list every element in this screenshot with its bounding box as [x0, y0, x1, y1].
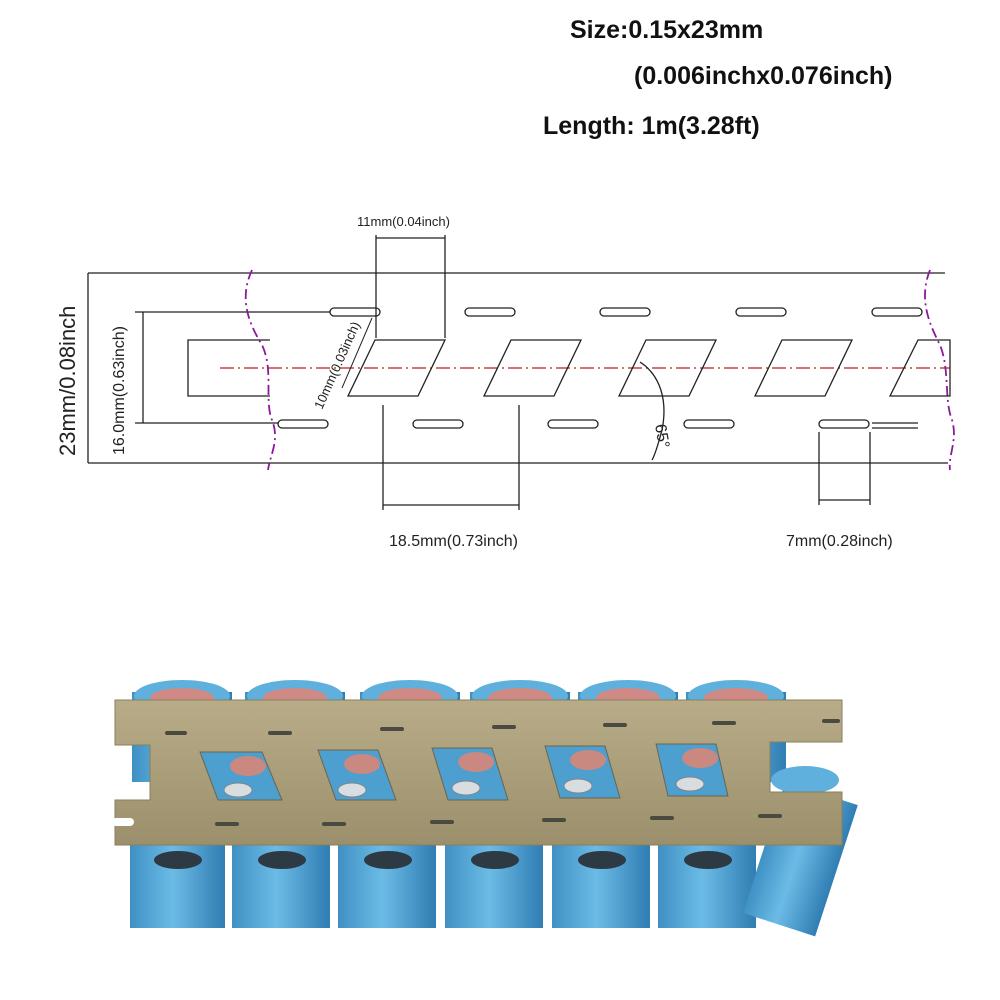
window-side-dimension [341, 317, 373, 389]
window-cell-tops [230, 748, 718, 776]
slot-width-label: 11mm(0.04inch) [357, 214, 450, 229]
bottom-slots [277, 419, 870, 429]
window [888, 339, 951, 397]
window [617, 339, 718, 397]
length-spec: Length: 1m(3.28ft) [543, 112, 760, 140]
bridge-dimension [818, 422, 918, 505]
slot [464, 307, 516, 317]
windows [346, 339, 951, 397]
inner-width-label: 16.0mm(0.63inch) [111, 326, 128, 455]
slot [599, 307, 651, 317]
pitch-label: 18.5mm(0.73inch) [389, 533, 518, 550]
strip-notch [112, 818, 134, 826]
slot [329, 307, 381, 317]
slot [277, 419, 329, 429]
size-inch-spec: (0.006inchx0.076inch) [634, 62, 893, 90]
window-side-label: 10mm(0.03inch) [311, 319, 363, 411]
slot [412, 419, 464, 429]
slot [683, 419, 735, 429]
slot [818, 419, 870, 429]
angle-label: 65° [651, 423, 672, 450]
slot [547, 419, 599, 429]
strip-top-slots [165, 719, 840, 735]
angle-arc [639, 361, 665, 461]
window [346, 339, 447, 397]
slot [735, 307, 787, 317]
battery-photo [112, 680, 858, 937]
size-spec: Size:0.15x23mm [570, 16, 764, 44]
slot [871, 307, 923, 317]
bridge-label: 7mm(0.28inch) [786, 533, 893, 550]
pitch-dimension [382, 405, 520, 510]
slot-width-dimension [375, 235, 446, 338]
window-cell-terminals [223, 776, 705, 798]
total-width-label: 23mm/0.08inch [55, 306, 80, 456]
top-slots [329, 307, 923, 317]
window [753, 339, 854, 397]
window [482, 339, 583, 397]
strip-bottom-slots [215, 814, 782, 826]
cell-bottoms [154, 851, 732, 869]
break-marks [244, 269, 955, 471]
strip-outline [88, 272, 948, 464]
